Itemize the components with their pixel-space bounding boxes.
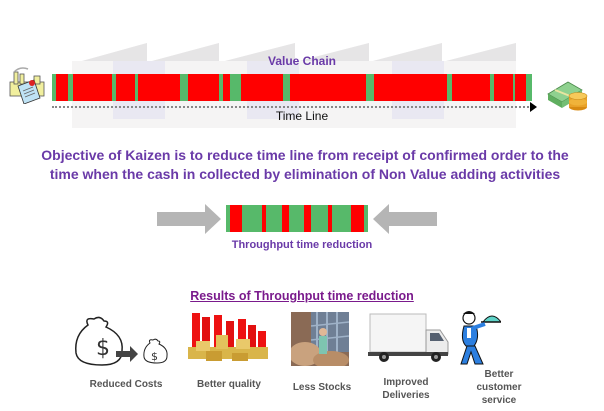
value-adding-segment xyxy=(180,74,189,101)
kaizen-objective-text: Objective of Kaizen is to reduce time li… xyxy=(30,146,580,184)
warehouse-stock-photo-icon xyxy=(291,312,349,366)
non-value-adding-segment xyxy=(56,74,69,101)
waiter-service-icon xyxy=(460,311,501,365)
value-adding-segment xyxy=(288,205,305,232)
svg-text:$: $ xyxy=(96,336,110,361)
value-adding-segment xyxy=(68,74,74,101)
non-value-adding-segment xyxy=(351,205,364,232)
non-value-adding-segment xyxy=(211,74,219,101)
value-adding-segment xyxy=(512,74,515,101)
timeline-line xyxy=(52,106,532,108)
non-value-adding-segment xyxy=(374,74,409,101)
value-adding-segment xyxy=(363,205,368,232)
compress-arrow-left-icon xyxy=(373,204,437,234)
non-value-adding-segment xyxy=(451,74,491,101)
non-value-adding-segment xyxy=(115,74,135,101)
value-adding-segment xyxy=(218,74,223,101)
value-adding-segment xyxy=(490,74,495,101)
factory-order-document-icon xyxy=(9,67,45,104)
non-value-adding-segment xyxy=(494,74,513,101)
value-adding-segment xyxy=(229,74,241,101)
caption-line: service xyxy=(481,395,517,406)
caption-line: Deliveries xyxy=(382,390,430,401)
non-value-adding-segment xyxy=(262,205,267,232)
value-adding-segment xyxy=(226,205,231,232)
non-value-adding-segment xyxy=(240,74,284,101)
result-caption-improved-deliveries: Improved Deliveries xyxy=(366,376,446,402)
throughput-bar xyxy=(226,205,368,232)
value-adding-segment xyxy=(446,74,452,101)
results-title: Results of Throughput time reduction xyxy=(190,289,414,303)
non-value-adding-segment xyxy=(230,205,243,232)
value-chain-bar xyxy=(52,74,532,101)
non-value-adding-segment xyxy=(222,74,230,101)
objective-line-1: Objective of Kaizen is to reduce time li… xyxy=(41,147,569,163)
value-adding-segment xyxy=(331,205,352,232)
value-adding-segment xyxy=(242,205,262,232)
caption-line: Better xyxy=(484,369,514,380)
caption-line: Improved xyxy=(383,377,429,388)
non-value-adding-segment xyxy=(73,74,112,101)
result-caption-reduced-costs: Reduced Costs xyxy=(89,379,163,390)
value-chain-title: Value Chain xyxy=(267,54,337,68)
money-bag-reduced-icon: $ $ xyxy=(75,316,168,366)
result-caption-less-stocks: Less Stocks xyxy=(292,382,352,393)
value-adding-segment xyxy=(266,205,282,232)
non-value-adding-segment xyxy=(408,74,447,101)
non-value-adding-segment xyxy=(137,74,181,101)
value-adding-segment xyxy=(134,74,138,101)
timeline-arrowhead xyxy=(530,102,537,112)
non-value-adding-segment xyxy=(327,74,367,101)
result-caption-better-quality: Better quality xyxy=(197,379,261,390)
value-adding-segment xyxy=(311,205,328,232)
throughput-label: Throughput time reduction xyxy=(231,239,373,251)
delivery-truck-icon xyxy=(368,313,449,362)
value-adding-segment xyxy=(525,74,532,101)
timeline-label: Time Line xyxy=(275,109,329,123)
non-value-adding-segment xyxy=(304,205,312,232)
non-value-adding-segment xyxy=(308,74,328,101)
non-value-adding-segment xyxy=(514,74,526,101)
compress-arrow-right-icon xyxy=(157,204,221,234)
non-value-adding-segment xyxy=(281,205,289,232)
objective-line-2: time when the cash in collected by elimi… xyxy=(49,166,561,182)
quality-bars-coins-icon xyxy=(188,313,268,361)
value-adding-segment xyxy=(366,74,375,101)
caption-line: customer xyxy=(476,382,522,393)
svg-text:$: $ xyxy=(151,350,158,363)
non-value-adding-segment xyxy=(290,74,309,101)
non-value-adding-segment xyxy=(188,74,212,101)
non-value-adding-segment xyxy=(327,205,332,232)
value-adding-segment xyxy=(283,74,291,101)
value-adding-segment xyxy=(52,74,57,101)
value-adding-segment xyxy=(111,74,116,101)
result-caption-better-service: Better customer service xyxy=(464,368,534,407)
cash-money-icon xyxy=(547,81,588,111)
